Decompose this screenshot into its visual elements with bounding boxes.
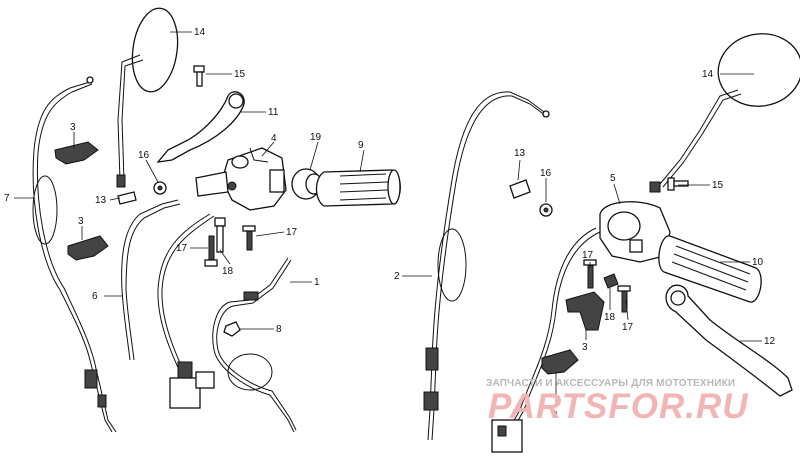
cable-guide-left-lower [67, 235, 109, 261]
callout-labels: 14 15 11 3 16 4 19 9 7 13 3 17 18 17 6 1… [4, 27, 776, 421]
callout-12: 12 [764, 336, 776, 347]
callout-7: 7 [4, 193, 10, 204]
callout-3-left-upper: 3 [70, 122, 76, 133]
callout-18-left: 18 [222, 266, 234, 277]
callout-15-right: 15 [712, 180, 724, 191]
callout-3-left-lower: 3 [78, 216, 84, 227]
callout-17-right-b: 17 [622, 322, 634, 333]
washer-left [153, 181, 167, 195]
clutch-lever-bracket [195, 147, 287, 211]
brake-lever [665, 284, 793, 397]
callout-17-left-b: 17 [286, 227, 298, 238]
callout-8: 8 [276, 324, 282, 335]
clutch-lever [156, 91, 245, 163]
bolt-right [667, 177, 689, 191]
callout-11: 11 [268, 107, 279, 118]
callout-5: 5 [610, 173, 616, 184]
screw-left [117, 191, 137, 205]
right-switch-harness [491, 227, 601, 453]
callout-10: 10 [752, 257, 764, 268]
callout-16-left: 16 [138, 150, 150, 161]
grip-left [315, 169, 401, 207]
throttle-cable-right [423, 91, 550, 441]
callout-2: 2 [394, 271, 400, 282]
callout-19: 19 [310, 132, 322, 143]
callout-17-right-a: 17 [582, 250, 594, 261]
cable-guide-left-upper [54, 141, 99, 165]
callout-14-right: 14 [702, 69, 714, 80]
screw-right [509, 179, 531, 199]
callout-9: 9 [358, 140, 364, 151]
callout-13-right: 13 [514, 148, 526, 159]
watermark: ЗАПЧАСТИ И АКСЕССУАРЫ ДЛЯ МОТОТЕХНИКИ PA… [486, 378, 749, 426]
callout-4: 4 [271, 133, 277, 144]
callout-3-right-lower: 3 [552, 410, 558, 421]
callout-13-left: 13 [95, 195, 107, 206]
callout-6: 6 [92, 291, 98, 302]
cable-guide-right-lower [541, 349, 579, 375]
nut-left [223, 321, 241, 337]
watermark-tagline: ЗАПЧАСТИ И АКСЕССУАРЫ ДЛЯ МОТОТЕХНИКИ [486, 378, 735, 389]
washer-right [539, 203, 553, 217]
callout-3-right-upper: 3 [582, 342, 588, 353]
callout-14-left: 14 [194, 27, 206, 38]
callout-18-right: 18 [604, 312, 616, 323]
grip-right [658, 235, 762, 303]
callout-17-left-a: 17 [176, 243, 188, 254]
screws-left [204, 217, 256, 267]
mirror-right [649, 33, 800, 193]
right-switch-housing [599, 201, 671, 263]
throttle-cable [212, 257, 297, 433]
callout-16-right: 16 [540, 168, 552, 179]
leader-lines [14, 31, 762, 404]
mirror-left [116, 7, 179, 188]
bolt-left [193, 65, 205, 87]
watermark-logo: PARTSFOR.RU [488, 387, 749, 426]
clutch-cable [32, 76, 117, 433]
callout-15-left: 15 [234, 69, 246, 80]
cable-guide-right-upper [565, 291, 605, 331]
callout-1: 1 [314, 277, 320, 288]
left-switch-harness [121, 199, 215, 409]
